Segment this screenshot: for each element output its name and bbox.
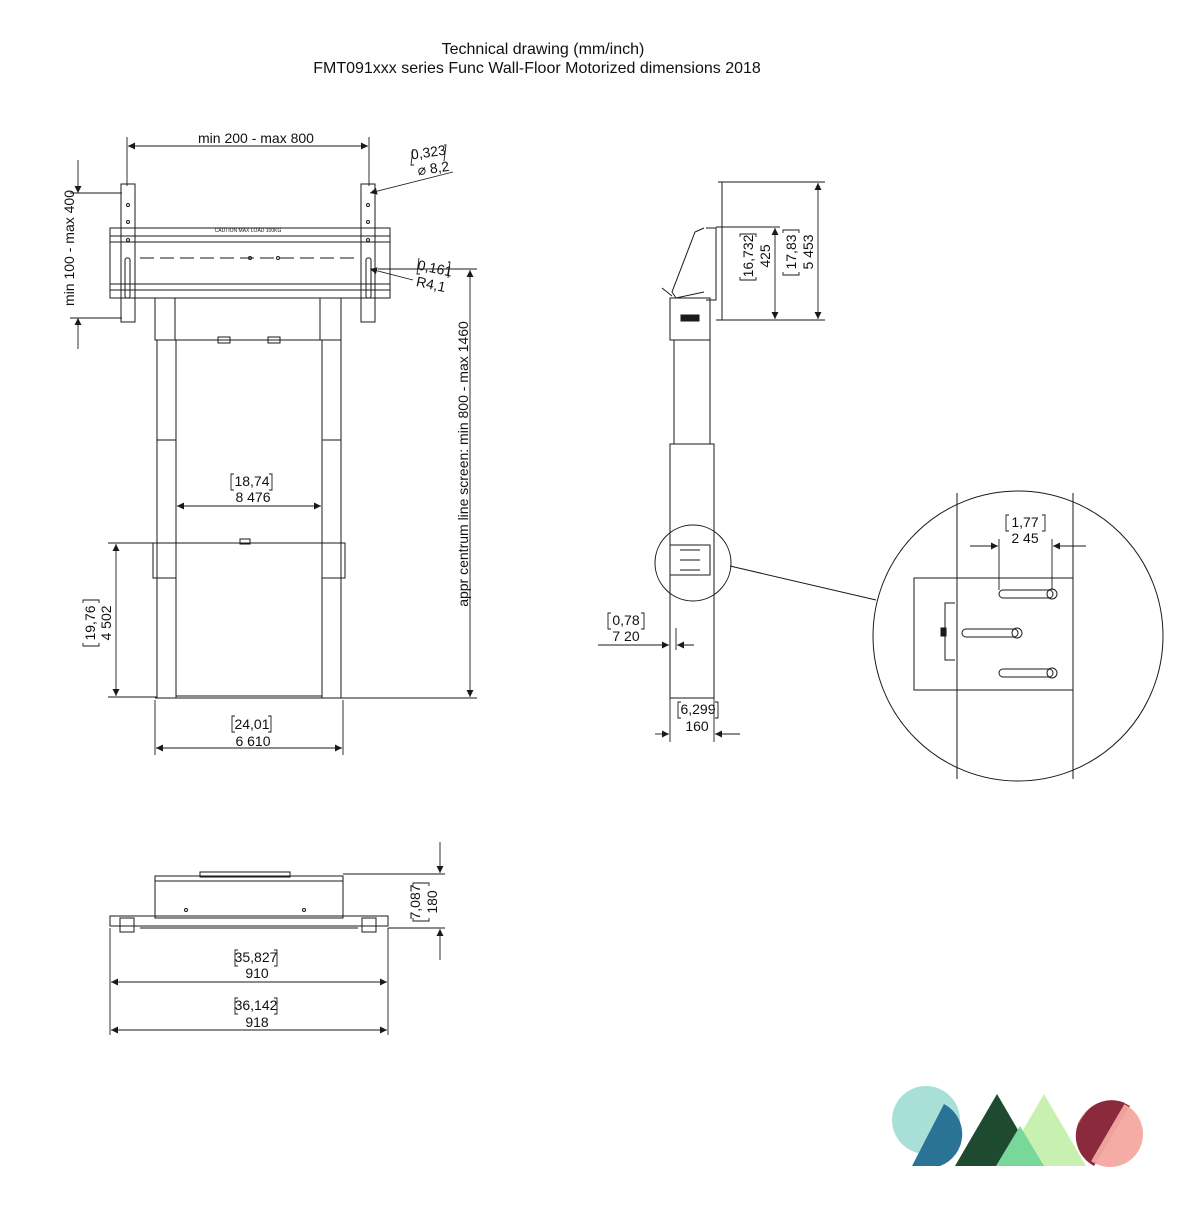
radius-inch-label: 0,161 — [416, 257, 454, 280]
side-view — [654, 181, 877, 699]
column-gap-inch-label: 18,74 — [234, 473, 269, 489]
top-view-housing — [154, 875, 344, 919]
total-height-mm-label: 5 453 — [800, 234, 816, 269]
mounting-rail-frame — [109, 227, 391, 299]
height-range-label: min 100 - max 400 — [61, 190, 77, 306]
front-view-dimensions — [70, 137, 477, 755]
brand-logo — [892, 1086, 1143, 1167]
side-lower-column — [669, 443, 715, 699]
detail-leader-line — [729, 565, 877, 601]
right-column — [321, 339, 342, 699]
bracket-height-inch-label: 16,732 — [740, 234, 756, 277]
top-view-rail — [109, 915, 389, 927]
detail-view — [872, 490, 1164, 782]
base-width-inch-label: 24,01 — [234, 716, 269, 732]
side-upper-column — [673, 339, 711, 445]
detail-view-dimensions — [970, 514, 1086, 590]
detail-slot-middle — [961, 628, 1019, 638]
front-view — [109, 183, 391, 699]
column-gap-mm-label: 8 476 — [235, 489, 270, 505]
right-bracket-slot — [365, 257, 372, 299]
detail-callout-circle — [654, 524, 732, 602]
logo-mint-triangle — [996, 1126, 1044, 1166]
detail-slot-top — [998, 589, 1054, 599]
slot-spacing-mm-label: 2 45 — [1011, 530, 1038, 546]
detail-circle — [872, 490, 1164, 782]
width-range-label: min 200 - max 800 — [198, 130, 314, 146]
detail-view-dimension-labels: 1,77 2 45 — [1011, 514, 1038, 546]
top-view-dimension-labels: 7,087 180 35,827 910 36,142 918 — [235, 884, 440, 1030]
detail-clamp-plate — [913, 577, 1074, 691]
column-width-mm-label: 160 — [685, 718, 709, 734]
left-column — [156, 339, 177, 699]
width1-inch-label: 35,827 — [235, 949, 278, 965]
column-width-inch-label: 6,299 — [680, 701, 715, 717]
cabinet-height-inch-label: 19,76 — [82, 605, 98, 640]
cabinet-box — [175, 542, 323, 697]
cabinet-height-mm-label: 4 502 — [98, 605, 114, 640]
base-width-mm-label: 6 610 — [235, 733, 270, 749]
left-bracket-slot — [124, 257, 131, 299]
logo-blue-segment — [912, 1104, 963, 1166]
offset-inch-label: 0,78 — [612, 612, 639, 628]
centre-line-label: appr centrum line screen: min 800 - max … — [455, 321, 471, 607]
total-height-inch-label: 17,83 — [783, 234, 799, 269]
hole-inch-label: 0,323 — [410, 142, 447, 163]
motor-housing — [154, 297, 342, 341]
radius-mm-label: R4,1 — [415, 273, 447, 295]
width1-mm-label: 910 — [245, 965, 269, 981]
title-line-2: FMT091xxx series Func Wall-Floor Motoriz… — [313, 60, 761, 77]
bracket-height-mm-label: 425 — [757, 244, 773, 268]
side-tilt-arm — [671, 227, 705, 299]
caution-label: CAUTION MAX LOAD 100KG — [215, 228, 282, 234]
depth-inch-label: 7,087 — [407, 884, 423, 919]
hole-mm-label: ⌀ 8,2 — [416, 158, 450, 178]
side-view-dimension-labels: 16,732 425 17,83 5 453 0,78 7 20 6,299 1… — [612, 234, 816, 734]
width2-inch-label: 36,142 — [235, 997, 278, 1013]
offset-mm-label: 7 20 — [612, 628, 639, 644]
side-view-dimensions — [598, 181, 825, 742]
logo-maroon-overlay — [1076, 1100, 1125, 1163]
depth-mm-label: 180 — [424, 890, 440, 914]
width2-mm-label: 918 — [245, 1014, 269, 1030]
front-view-dimension-labels: min 200 - max 800 min 100 - max 400 0,32… — [61, 130, 471, 749]
title-block: Technical drawing (mm/inch) FMT091xxx se… — [313, 41, 761, 77]
top-view — [109, 871, 389, 933]
detail-slot-bottom — [998, 668, 1054, 678]
title-line-1: Technical drawing (mm/inch) — [442, 41, 645, 58]
slot-spacing-inch-label: 1,77 — [1011, 514, 1038, 530]
right-vesa-bracket — [360, 183, 376, 323]
top-view-dimensions — [109, 842, 445, 1035]
left-vesa-bracket — [120, 183, 136, 323]
side-vesa-bracket — [716, 181, 723, 321]
